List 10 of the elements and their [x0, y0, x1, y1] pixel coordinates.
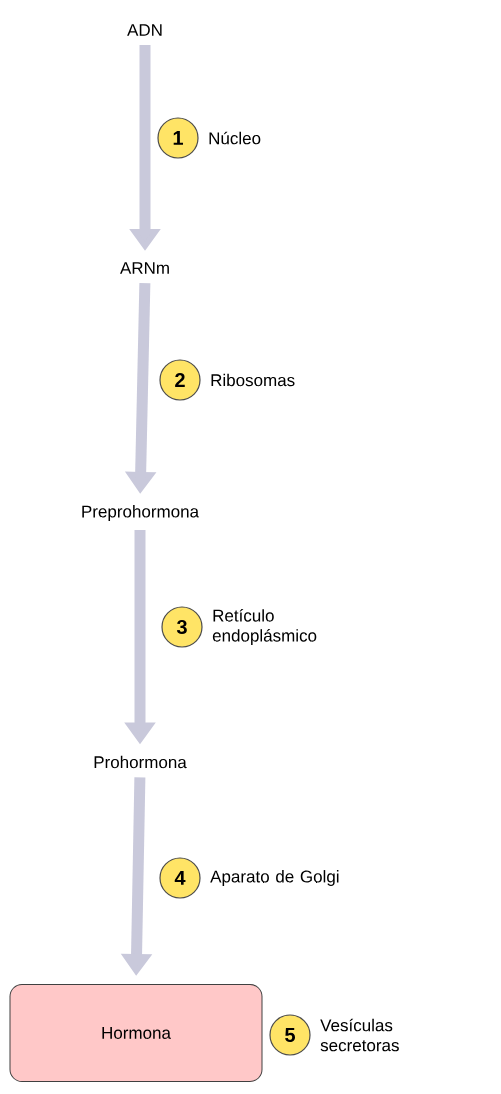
location-label: Retículo endoplásmico [212, 608, 317, 645]
molecule-label: ADN [127, 24, 162, 36]
location-label: Núcleo [209, 131, 261, 145]
molecule-label: ARNm [120, 262, 169, 274]
location-label: Vesículas secretoras [320, 1018, 399, 1052]
product-box: Hormona [9, 984, 263, 1082]
molecule-label: Preprohormona [82, 505, 200, 521]
location-label: Aparato de Golgi [210, 870, 339, 886]
location-label: Ribosomas [211, 373, 295, 387]
molecule-label: Prohormona [94, 755, 187, 769]
